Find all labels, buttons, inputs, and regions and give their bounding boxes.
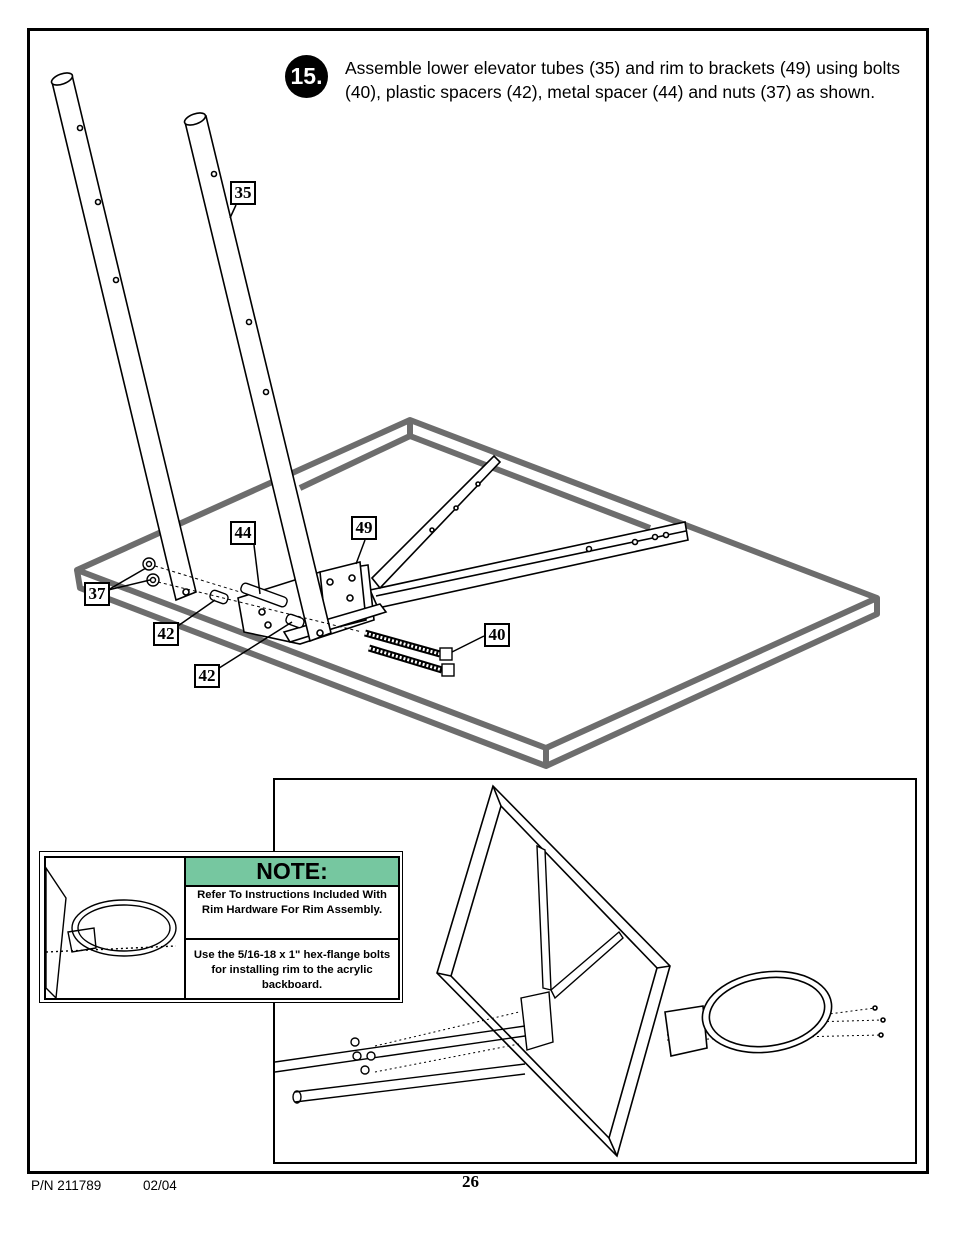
tube-35-left [50,72,197,602]
backboard-frame [74,417,880,769]
rim-assembly [664,970,886,1057]
print-date: 02/04 [143,1178,177,1193]
detail-illustration [275,784,886,1158]
page-number: 26 [462,1172,479,1191]
callout-44: 44 [230,521,256,545]
detail-tubes [275,1025,526,1104]
callout-49: 49 [351,516,377,540]
note-rim-instructions: Refer To Instructions Included With Rim … [186,888,398,940]
callout-35: 35 [230,181,256,205]
step-number-badge: 15. [285,55,328,98]
callout-42-a: 42 [153,622,179,646]
callout-37: 37 [84,582,110,606]
brace-arms [368,454,689,609]
assembly-lines [154,565,363,633]
callout-40: 40 [484,623,510,647]
note-title: NOTE: [186,858,398,887]
hardware [142,557,305,629]
note-inner: NOTE: Refer To Instructions Included Wit… [44,856,400,1000]
rim-thumbnail-drawing [46,866,177,998]
detail-hardware [350,1037,376,1075]
note-bolt-instructions: Use the 5/16-18 x 1" hex-flange bolts fo… [193,949,391,991]
acrylic-backboard [436,784,671,1158]
callout-42-b: 42 [194,664,220,688]
page-frame [27,28,929,1174]
leader-lines [107,204,485,671]
note-box: NOTE: Refer To Instructions Included Wit… [39,851,403,1003]
bolts-40 [364,629,455,677]
part-number: P/N 211789 [31,1178,102,1193]
detail-brace [520,844,624,1051]
rim-thumbnail [46,858,186,998]
tube-35-right [183,112,332,643]
step-instruction: Assemble lower elevator tubes (35) and r… [345,58,900,102]
